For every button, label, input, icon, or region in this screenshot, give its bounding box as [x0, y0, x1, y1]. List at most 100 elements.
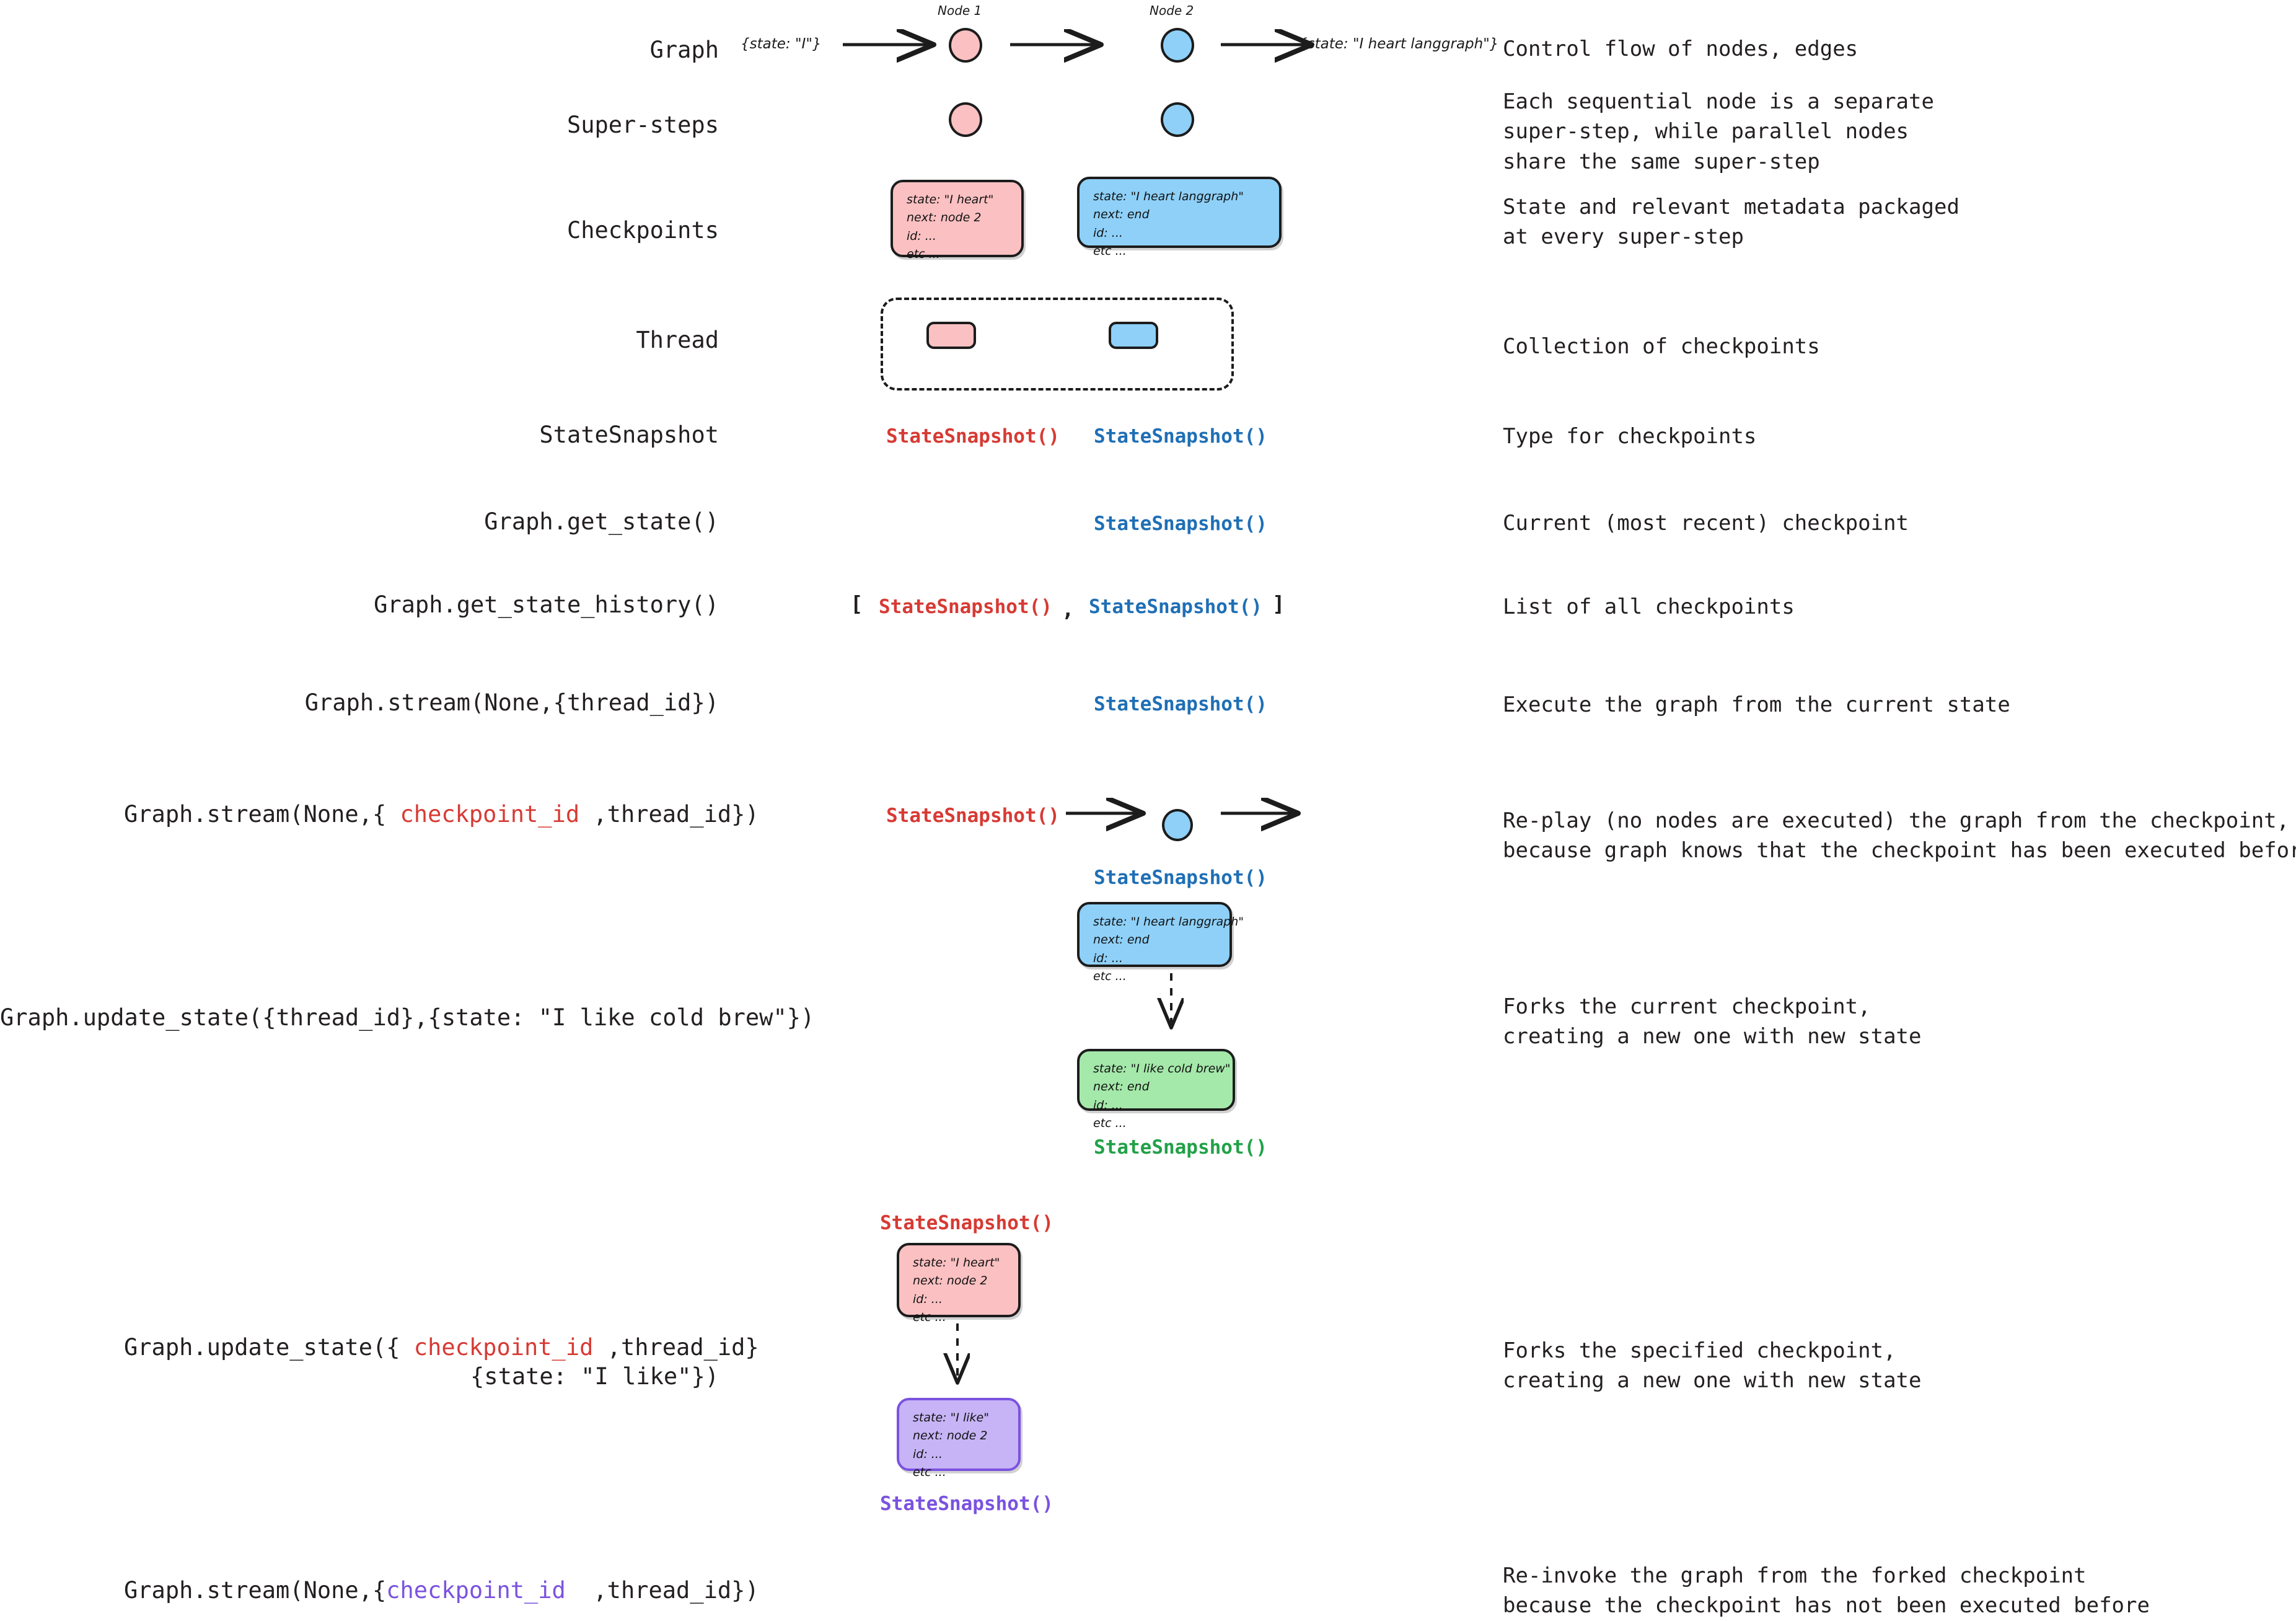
row-label-stream-reinvoke: Graph.stream(None,{checkpoint_id ,thread…	[124, 1576, 759, 1605]
row-desc-super-steps: Each sequential node is a separate super…	[1503, 89, 1934, 174]
checkpoint-card-blue: state: "I heart langgraph" next: end id: .…	[1077, 177, 1282, 258]
cp-pink-id: id: ...	[907, 229, 936, 243]
stream-replay-part1: Graph.stream(None,{	[124, 801, 400, 828]
upd-pink-next: next: node 2	[913, 1274, 988, 1288]
row-desc-update-state-current: Forks the current checkpoint, creating a…	[1503, 994, 1922, 1049]
history-snapshot-red: StateSnapshot()	[879, 596, 1052, 618]
upd-blue-etc: etc ...	[1093, 970, 1127, 984]
upd-spec-part1: Graph.update_state({	[124, 1334, 414, 1361]
checkpoint-card-pink: state: "I heart" next: node 2 id: ... etc .…	[891, 180, 1024, 261]
row-label-get-state-history: Graph.get_state_history()	[374, 591, 719, 618]
row-desc-checkpoints: State and relevant metadata packaged at …	[1503, 195, 1960, 250]
stream-reinvoke-part1: Graph.stream(None,{	[124, 1577, 387, 1604]
row-desc-update-state-specified: Forks the specified checkpoint, creating…	[1503, 1338, 1922, 1394]
cp-blue-state: state: "I heart langgraph"	[1093, 190, 1244, 203]
row-desc-stream-thread: Execute the graph from the current state	[1503, 692, 2010, 717]
history-snapshot-blue: StateSnapshot()	[1089, 596, 1262, 618]
cp-pink-etc: etc ...	[907, 247, 940, 262]
graph-output-state-annotation: {state: "I heart langgraph"}	[1298, 36, 1499, 52]
replay-arrow-in	[1066, 806, 1159, 821]
row-desc-get-state: Current (most recent) checkpoint	[1503, 511, 1909, 536]
replay-arrow-out	[1221, 806, 1314, 821]
upd-purple-next: next: node 2	[913, 1429, 988, 1443]
stream-reinvoke-checkpoint-id: checkpoint_id	[386, 1577, 566, 1604]
node-2-blue	[1161, 28, 1194, 63]
upd-blue-state: state: "I heart langgraph"	[1093, 915, 1244, 929]
upd-pink-id: id: ...	[913, 1292, 943, 1306]
update-specified-source-label: StateSnapshot()	[880, 1212, 1053, 1234]
edge-arrow-output	[1221, 37, 1332, 52]
replay-input-snapshot: StateSnapshot()	[886, 805, 1060, 827]
row-desc-stream-reinvoke: Re-invoke the graph from the forked chec…	[1503, 1563, 2150, 1619]
thread-checkpoint-blue	[1109, 322, 1158, 349]
update-specified-source-card: state: "I heart" next: node 2 id: ... etc .…	[897, 1243, 1021, 1324]
super-step-node-pink	[949, 102, 982, 137]
row-desc-stream-replay: Re-play (no nodes are executed) the grap…	[1503, 808, 2296, 864]
update-current-source-label: StateSnapshot()	[1094, 867, 1267, 889]
edge-arrow-input	[843, 37, 942, 52]
cp-blue-etc: etc ...	[1093, 244, 1127, 258]
snapshot-token-blue: StateSnapshot()	[1094, 425, 1267, 448]
stream-reinvoke-part3: ,thread_id})	[565, 1577, 759, 1604]
cp-pink-next: next: node 2	[907, 211, 982, 225]
row-label-super-steps: Super-steps	[566, 112, 719, 138]
upd-spec-part3: ,thread_id}	[593, 1334, 759, 1361]
update-specified-forked-label: StateSnapshot()	[880, 1493, 1053, 1515]
get-state-result-snapshot: StateSnapshot()	[1094, 513, 1267, 535]
update-current-source-card: state: "I heart langgraph" next: end id: .…	[1077, 902, 1244, 983]
upd-blue-id: id: ...	[1093, 951, 1123, 965]
thread-checkpoint-pink	[926, 322, 976, 349]
cp-pink-state: state: "I heart"	[907, 193, 994, 206]
list-bracket-open: [	[850, 592, 863, 617]
fork-arrow-current	[1165, 973, 1190, 1032]
stream-replay-checkpoint-id: checkpoint_id	[400, 801, 580, 828]
replay-node-blue	[1162, 809, 1193, 841]
row-label-stream-thread: Graph.stream(None,{thread_id})	[304, 689, 719, 716]
update-specified-source-card-text: state: "I heart" next: node 2 id: ... etc .…	[913, 1254, 1000, 1327]
row-desc-graph: Control flow of nodes, edges	[1503, 37, 1858, 61]
upd-purple-id: id: ...	[913, 1447, 943, 1461]
row-label-stream-replay: Graph.stream(None,{ checkpoint_id ,threa…	[124, 800, 759, 829]
upd-green-next: next: end	[1093, 1080, 1150, 1094]
row-label-thread: Thread	[636, 327, 719, 353]
row-desc-thread: Collection of checkpoints	[1503, 334, 1820, 359]
upd-blue-next: next: end	[1093, 933, 1150, 947]
node1-title: Node 1	[938, 3, 982, 18]
node-1-pink	[949, 28, 982, 63]
stream-result-snapshot: StateSnapshot()	[1094, 693, 1267, 715]
row-desc-statesnapshot: Type for checkpoints	[1503, 424, 1757, 449]
thread-dashed-container	[881, 298, 1234, 391]
row-label-get-state: Graph.get_state()	[484, 508, 719, 535]
list-comma: ,	[1062, 597, 1075, 622]
upd-green-state: state: "I like cold brew"	[1093, 1062, 1231, 1076]
fork-arrow-specified	[951, 1323, 976, 1389]
checkpoint-card-blue-text: state: "I heart langgraph" next: end id: .…	[1093, 188, 1244, 261]
cp-blue-next: next: end	[1093, 208, 1150, 222]
list-bracket-close: ]	[1272, 592, 1285, 617]
node2-title: Node 2	[1150, 3, 1194, 18]
upd-pink-etc: etc ...	[913, 1310, 946, 1325]
update-current-source-card-text: state: "I heart langgraph" next: end id: .…	[1093, 913, 1244, 986]
row-label-update-state-specified: Graph.update_state({ checkpoint_id ,thre…	[124, 1333, 759, 1392]
edge-arrow-middle	[1010, 37, 1122, 52]
super-step-node-blue	[1161, 102, 1194, 137]
checkpoint-card-pink-text: state: "I heart" next: node 2 id: ... etc .…	[907, 191, 993, 264]
upd-green-etc: etc ...	[1093, 1116, 1127, 1131]
row-label-statesnapshot: StateSnapshot	[539, 422, 719, 448]
update-current-forked-label: StateSnapshot()	[1094, 1136, 1267, 1159]
row-label-checkpoints: Checkpoints	[566, 217, 719, 244]
upd-spec-checkpoint-id: checkpoint_id	[413, 1334, 594, 1361]
upd-pink-state: state: "I heart"	[913, 1256, 1000, 1270]
row-label-update-state-current: Graph.update_state({thread_id},{state: "…	[0, 1004, 815, 1031]
snapshot-token-red: StateSnapshot()	[886, 425, 1060, 448]
upd-spec-line2: {state: "I like"})	[470, 1363, 719, 1390]
graph-input-state-annotation: {state: "I"}	[741, 36, 822, 52]
upd-purple-etc: etc ...	[913, 1465, 946, 1480]
row-label-graph: Graph	[649, 37, 719, 63]
cp-blue-id: id: ...	[1093, 226, 1123, 240]
stream-replay-part3: ,thread_id})	[579, 801, 759, 828]
